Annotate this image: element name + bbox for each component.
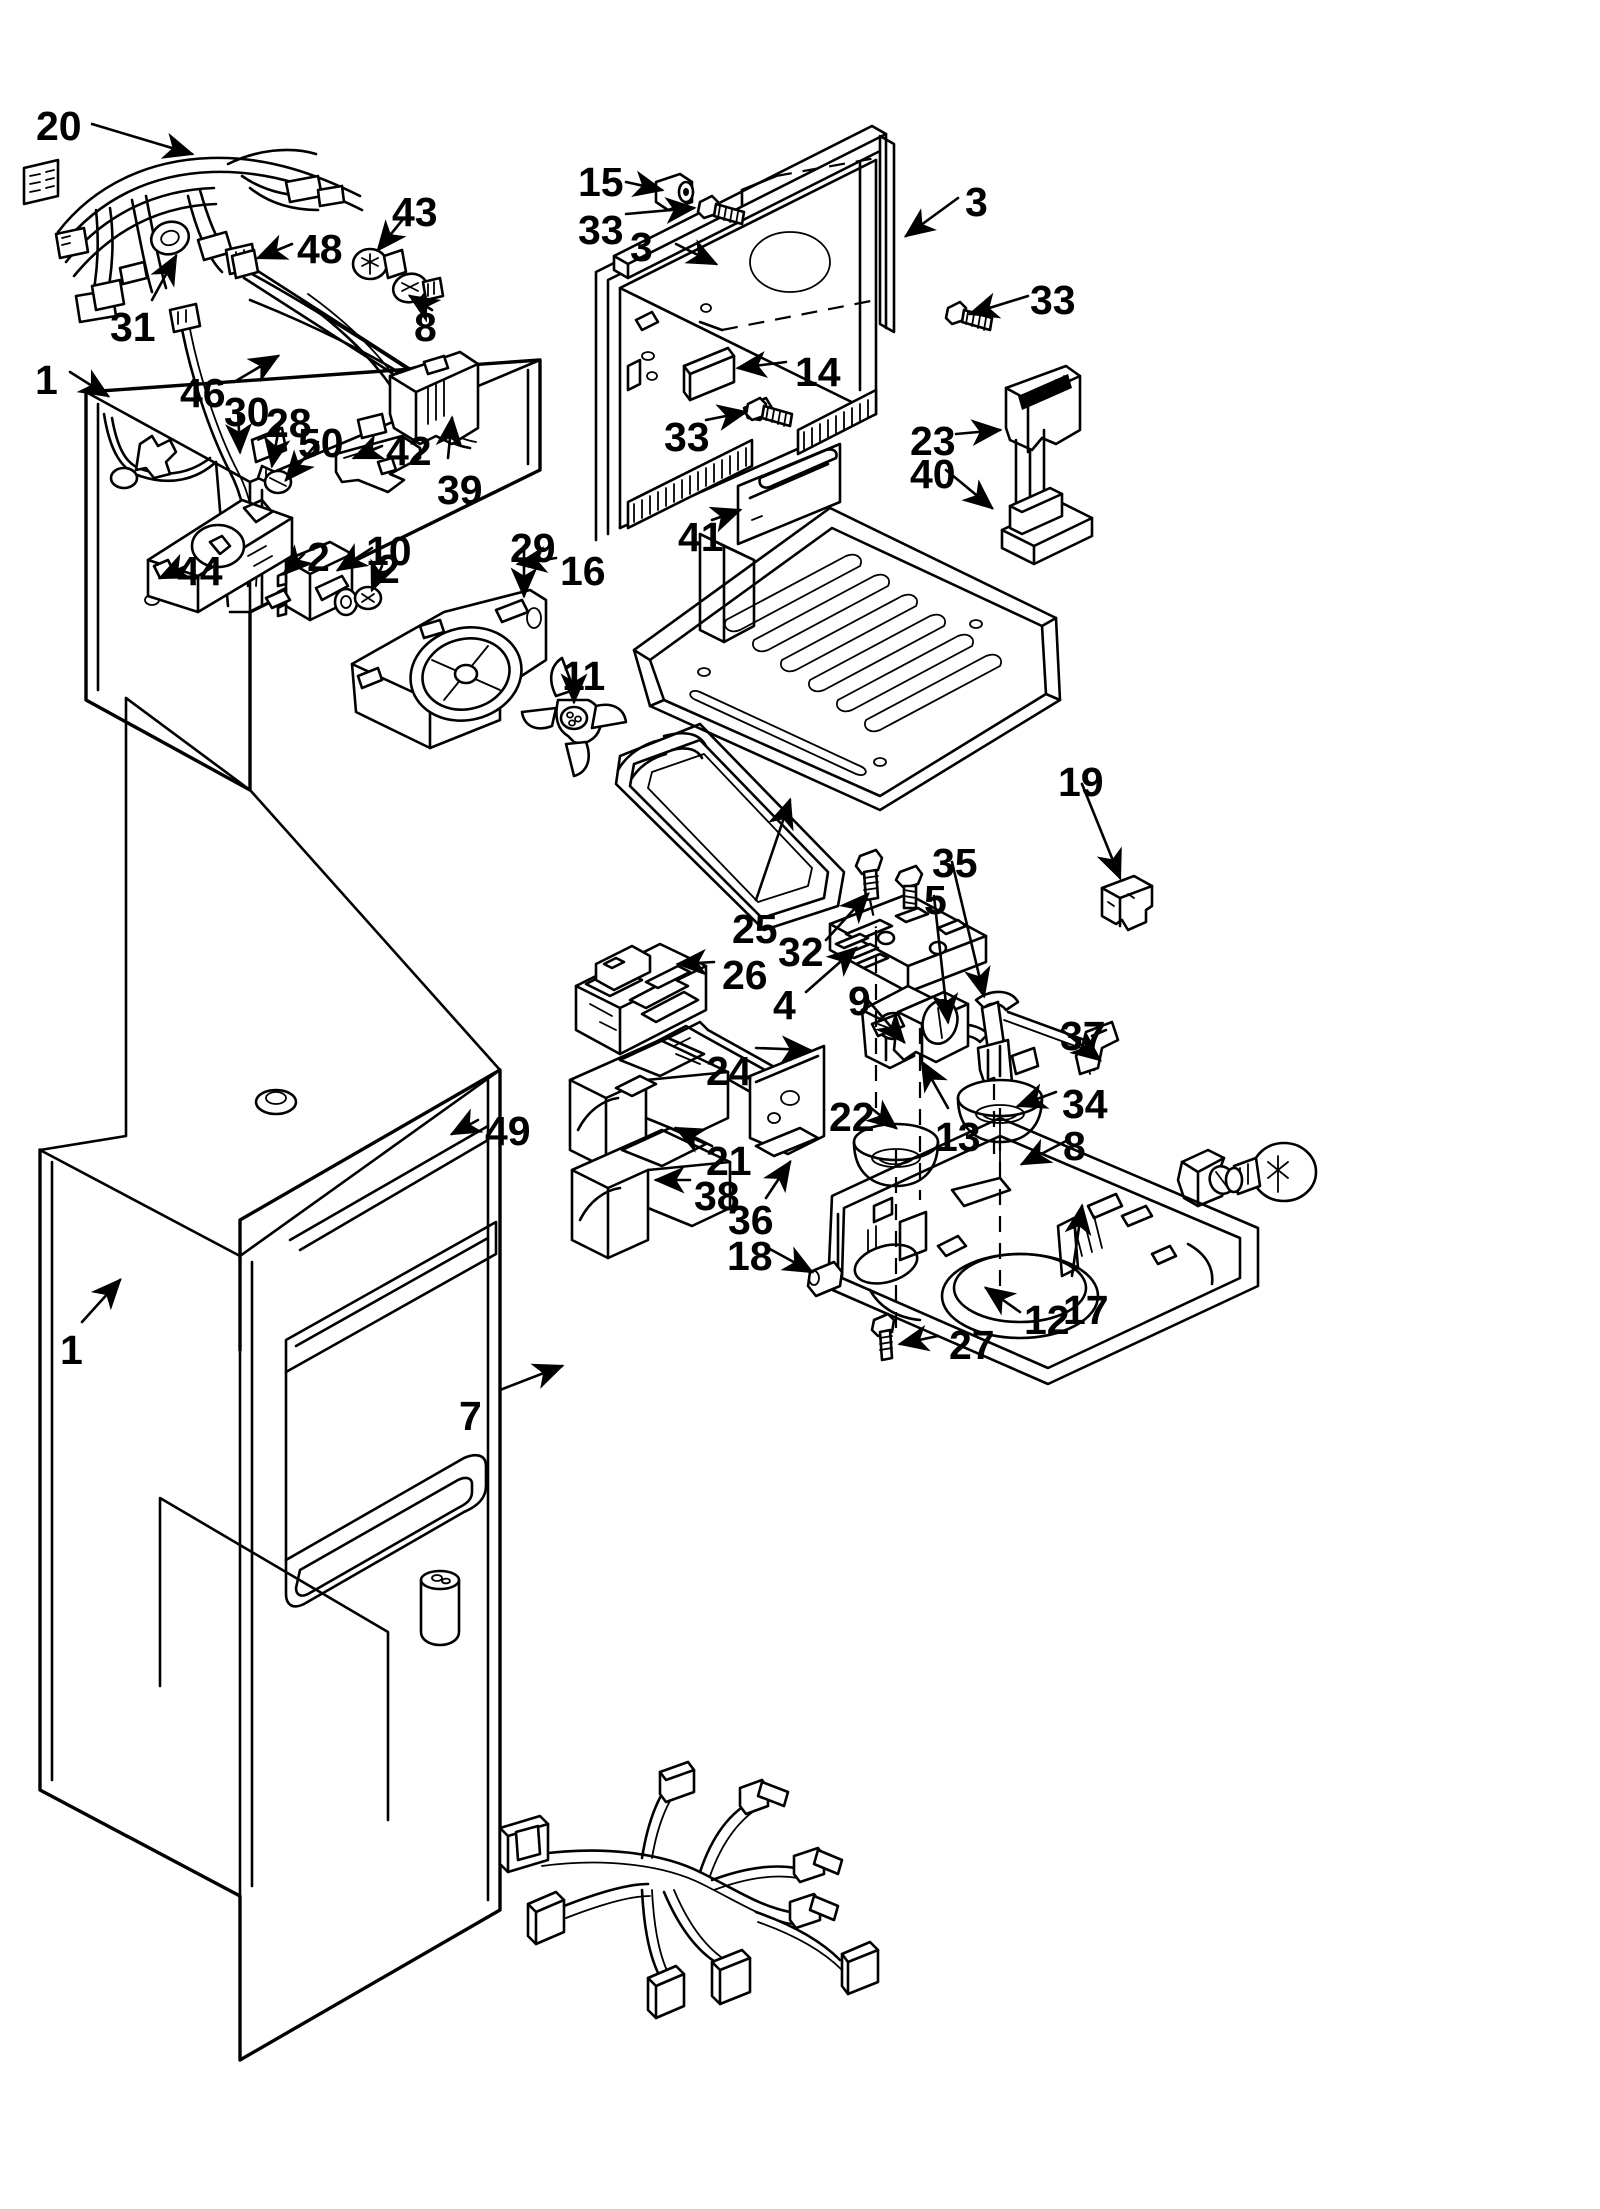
callout-41[interactable]: 41 [678, 514, 724, 560]
callout-35[interactable]: 35 [932, 840, 978, 886]
callout-13[interactable]: 13 [935, 1114, 981, 1160]
callout-2-a[interactable]: 2 [307, 534, 330, 580]
light-socket-17 [1176, 1148, 1236, 1208]
callout-12[interactable]: 12 [1024, 1297, 1070, 1343]
callout-43[interactable]: 43 [392, 189, 438, 235]
callout-3-left[interactable]: 3 [630, 224, 653, 270]
callout-8-upper[interactable]: 8 [414, 304, 437, 350]
callout-4[interactable]: 4 [773, 982, 796, 1028]
callout-44[interactable]: 44 [177, 548, 223, 594]
callout-49[interactable]: 49 [485, 1108, 531, 1154]
light-bulb-8-lower [1224, 1141, 1318, 1203]
callout-22[interactable]: 22 [829, 1094, 875, 1140]
callout-50[interactable]: 50 [298, 420, 344, 466]
callout-23[interactable]: 23 [910, 418, 956, 464]
screw-33-mid [744, 396, 794, 428]
callout-40[interactable]: 40 [910, 451, 956, 497]
temperature-control-23-40 [1000, 364, 1094, 566]
trim-strip-3 [612, 124, 896, 334]
baffle-panel-36 [748, 1044, 826, 1158]
thermostat-10 [264, 540, 383, 622]
connector-block-19 [1100, 874, 1154, 932]
callout-10[interactable]: 10 [366, 528, 412, 574]
callout-11[interactable]: 11 [562, 653, 606, 699]
callout-24[interactable]: 24 [706, 1048, 752, 1094]
callout-9[interactable]: 9 [848, 978, 871, 1024]
screw-27 [870, 1312, 896, 1362]
callout-31[interactable]: 31 [110, 304, 156, 350]
callout-27[interactable]: 27 [949, 1322, 995, 1368]
callout-21[interactable]: 21 [706, 1138, 752, 1184]
callout-26[interactable]: 26 [722, 952, 768, 998]
callout-17[interactable]: 17 [1063, 1287, 1109, 1333]
fan-shroud-29-16 [350, 588, 548, 750]
callout-39[interactable]: 39 [437, 467, 483, 513]
plug-button-49 [419, 1569, 461, 1647]
callout-33-right[interactable]: 33 [1030, 277, 1076, 323]
cabinet-liner-lower-1 [38, 696, 502, 2062]
callout-34[interactable]: 34 [1062, 1081, 1108, 1127]
callout-29[interactable]: 29 [510, 525, 556, 571]
callout-3-right[interactable]: 3 [965, 179, 988, 225]
callout-30[interactable]: 30 [224, 389, 270, 435]
callout-48[interactable]: 48 [297, 226, 343, 272]
callout-25[interactable]: 25 [732, 906, 778, 952]
shelf-assembly-40 [632, 506, 1062, 812]
callout-16[interactable]: 16 [560, 548, 606, 594]
callout-7[interactable]: 7 [459, 1393, 482, 1439]
callout-37[interactable]: 37 [1060, 1013, 1106, 1059]
callout-leader-lines [68, 122, 1122, 1392]
wire-harness-main-20 [22, 148, 364, 324]
callout-32[interactable]: 32 [778, 929, 824, 975]
callout-33-mid[interactable]: 33 [664, 414, 710, 460]
spacer-bushing-15 [654, 172, 695, 212]
callout-33-upper[interactable]: 33 [578, 207, 624, 253]
callout-28[interactable]: 28 [266, 400, 312, 446]
callout-2-b[interactable]: 2 [377, 546, 400, 592]
callout-14[interactable]: 14 [795, 349, 841, 395]
callout-19[interactable]: 19 [1058, 759, 1104, 805]
wire-harness-lower-7 [498, 1760, 880, 2020]
callout-1-lower[interactable]: 1 [60, 1327, 83, 1373]
callout-38[interactable]: 38 [694, 1173, 740, 1219]
screw-33-right [944, 300, 994, 332]
callout-15[interactable]: 15 [578, 159, 624, 205]
drain-trough-25 [614, 722, 846, 932]
fuse-18 [806, 1260, 844, 1298]
callout-46[interactable]: 46 [180, 370, 226, 416]
callout-8-lower[interactable]: 8 [1063, 1123, 1086, 1169]
callout-20[interactable]: 20 [36, 103, 82, 149]
rear-panel-3-33-14 [594, 138, 878, 542]
callout-36[interactable]: 36 [728, 1197, 774, 1243]
callout-42[interactable]: 42 [386, 428, 432, 474]
screw-33-upper [696, 194, 746, 226]
callout-18[interactable]: 18 [727, 1233, 773, 1279]
callout-1-upper[interactable]: 1 [35, 357, 58, 403]
light-bulb-43-8 [351, 247, 445, 304]
cabinet-liner-upper-1 [84, 358, 542, 792]
air-damper-26 [574, 942, 708, 1056]
callout-5[interactable]: 5 [924, 877, 947, 923]
